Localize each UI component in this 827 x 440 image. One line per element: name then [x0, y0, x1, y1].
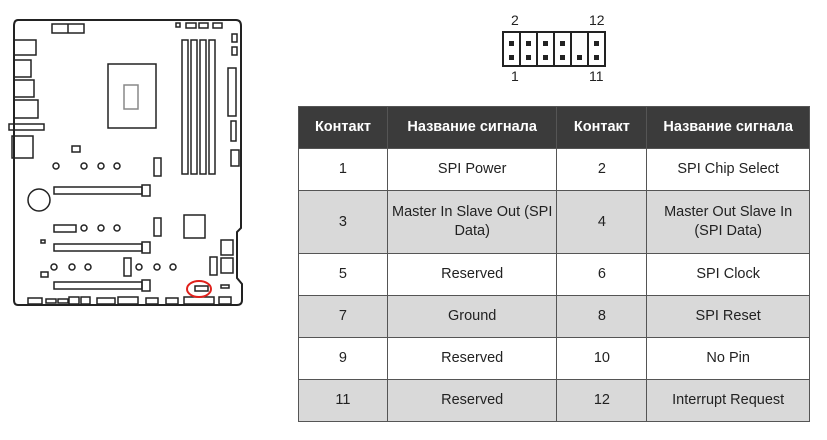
- signal-name: Reserved: [386, 379, 558, 422]
- signal-name: Master Out Slave In (SPI Data): [646, 190, 810, 254]
- column-header: Контакт: [556, 106, 648, 149]
- pin-number: 11: [298, 379, 388, 422]
- signal-name: SPI Power: [386, 148, 558, 191]
- signal-name: SPI Reset: [646, 295, 810, 338]
- signal-name: Ground: [386, 295, 558, 338]
- pin-number: 7: [298, 295, 388, 338]
- column-header: Название сигнала: [386, 106, 558, 149]
- pin-label-1: 1: [511, 68, 519, 84]
- pin-label-11: 11: [589, 68, 604, 84]
- spi-header-highlight-circle: [186, 280, 212, 298]
- pin-number: 4: [556, 190, 648, 254]
- pinout-table: Контакт Название сигнала Контакт Названи…: [298, 106, 810, 422]
- pin-number: 10: [556, 337, 648, 380]
- pin-number: 1: [298, 148, 388, 191]
- signal-name: SPI Clock: [646, 253, 810, 296]
- pin-label-2: 2: [511, 12, 519, 28]
- pin-number: 6: [556, 253, 648, 296]
- pin-label-12: 12: [589, 12, 605, 28]
- column-header: Контакт: [298, 106, 388, 149]
- pin-number: 9: [298, 337, 388, 380]
- column-header: Название сигнала: [646, 106, 810, 149]
- signal-name: Reserved: [386, 337, 558, 380]
- pin-number: 12: [556, 379, 648, 422]
- signal-name: No Pin: [646, 337, 810, 380]
- spi-header-connector: [502, 31, 606, 67]
- pin-number: 5: [298, 253, 388, 296]
- pin-number: 2: [556, 148, 648, 191]
- signal-name: Reserved: [386, 253, 558, 296]
- signal-name: SPI Chip Select: [646, 148, 810, 191]
- pin-number: 8: [556, 295, 648, 338]
- pin-number: 3: [298, 190, 388, 254]
- table-header-row: Контакт Название сигнала Контакт Названи…: [298, 106, 810, 149]
- motherboard-diagram: [8, 19, 243, 306]
- signal-name: Interrupt Request: [646, 379, 810, 422]
- signal-name: Master In Slave Out (SPI Data): [386, 190, 558, 254]
